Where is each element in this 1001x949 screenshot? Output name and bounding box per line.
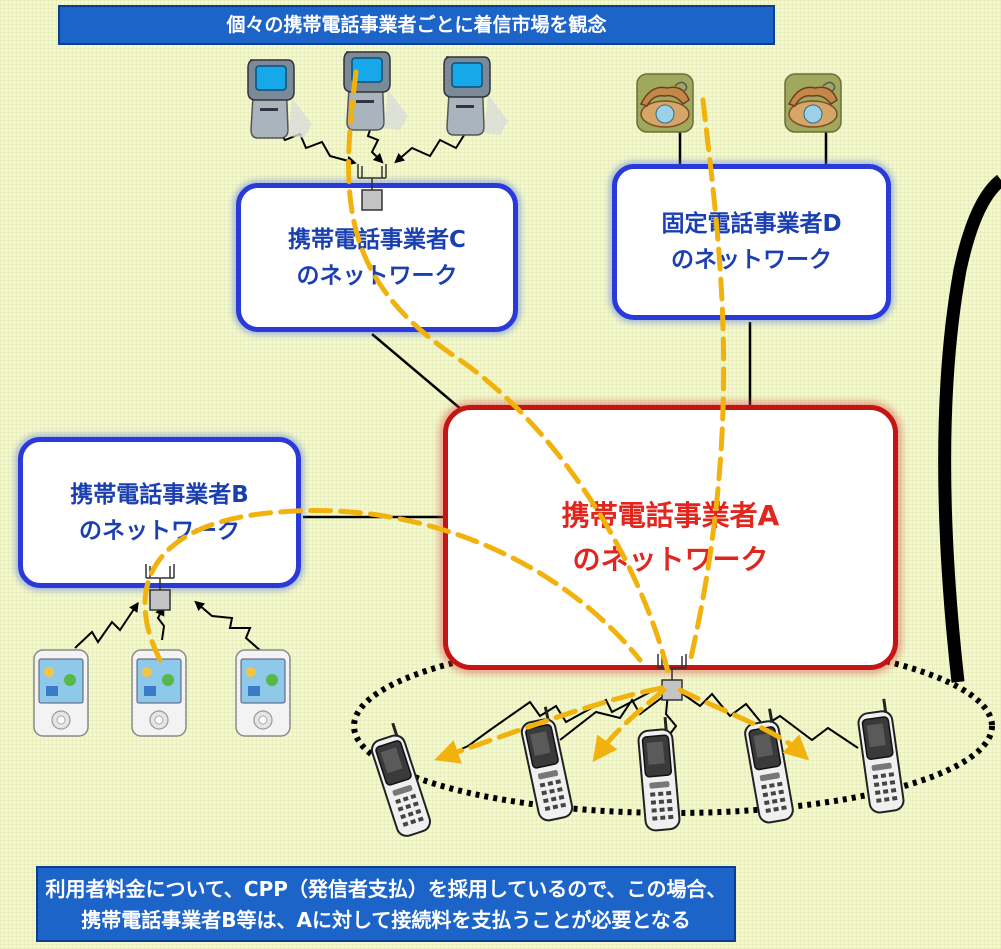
flip-phone-icon — [443, 56, 509, 136]
carrier-a-network: 携帯電話事業者A のネットワーク — [443, 405, 898, 670]
smartphone-icon — [131, 649, 187, 737]
carrier-b-name: 携帯電話事業者B — [70, 481, 249, 508]
carrier-b-network-label: のネットワーク — [79, 517, 240, 544]
top-banner: 個々の携帯電話事業者ごとに着信市場を観念 — [58, 5, 775, 45]
carrier-c-name: 携帯電話事業者C — [288, 226, 466, 253]
candybar-phone-icon — [635, 715, 682, 833]
flip-phone-icon — [247, 59, 313, 139]
carrier-a-network-label: のネットワーク — [572, 542, 769, 576]
candybar-phone-icon — [740, 706, 796, 826]
bottom-banner-line2: 携帯電話事業者B等は、Aに対して接続料を支払うことが必要となる — [81, 908, 691, 932]
bottom-banner-line1: 利用者料金について、CPP（発信者支払）を採用しているので、この場合、 — [45, 877, 727, 901]
carrier-d-network: 固定電話事業者D のネットワーク — [612, 164, 891, 320]
bracket-line — [938, 174, 1001, 683]
radio-links-b — [74, 600, 263, 653]
rotary-phone-icon — [784, 73, 842, 133]
candybar-phone-icon — [364, 720, 434, 840]
smartphone-icon — [33, 649, 89, 737]
carrier-a-name: 携帯電話事業者A — [561, 498, 780, 532]
bottom-banner: 利用者料金について、CPP（発信者支払）を採用しているので、この場合、 携帯電話… — [36, 866, 736, 942]
smartphone-icon — [235, 649, 291, 737]
flip-phone-icon — [343, 51, 409, 131]
carrier-c-network: 携帯電話事業者C のネットワーク — [236, 183, 518, 332]
carrier-d-network-label: のネットワーク — [671, 247, 832, 273]
carrier-b-network: 携帯電話事業者B のネットワーク — [18, 437, 301, 588]
carrier-c-network-label: のネットワーク — [296, 262, 458, 289]
carrier-d-name: 固定電話事業者D — [661, 211, 842, 237]
rotary-phone-icon — [636, 73, 694, 133]
